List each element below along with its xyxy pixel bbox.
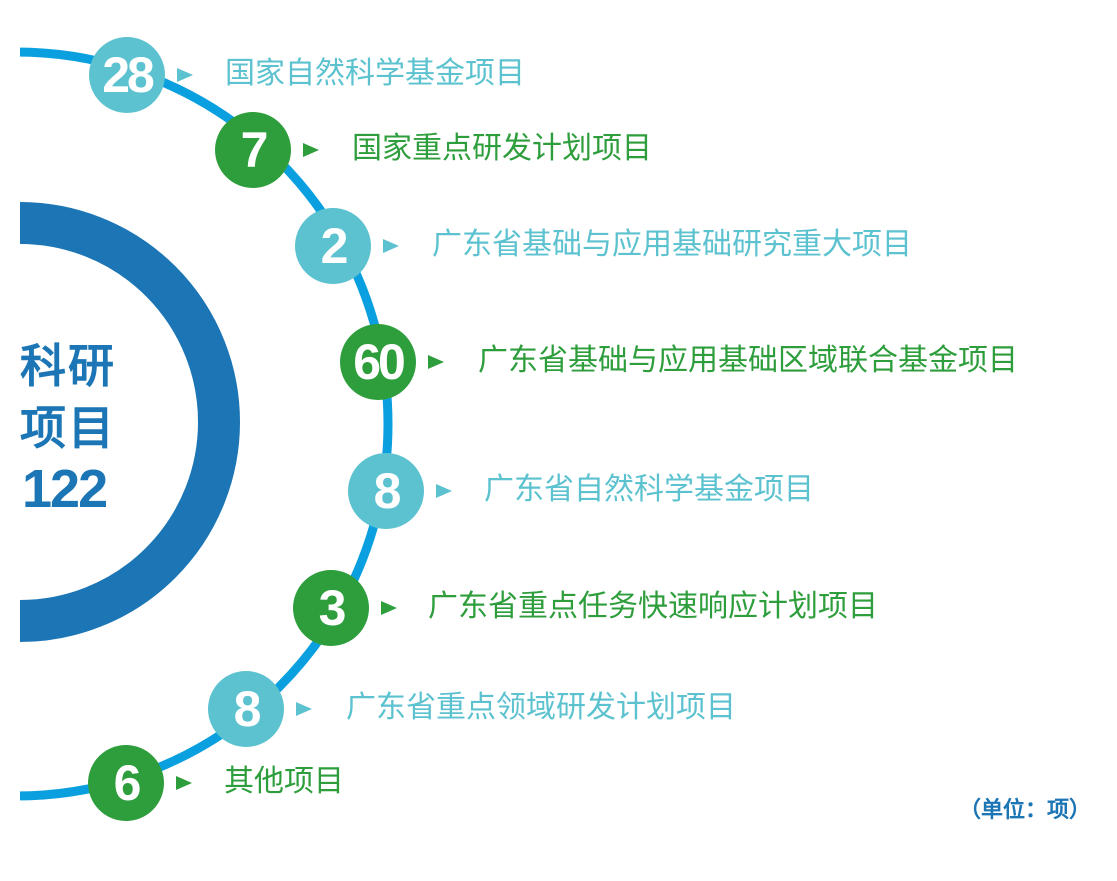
project-label: 广东省基础与应用基础区域联合基金项目 [478, 343, 1018, 378]
arrow-icon [177, 68, 193, 82]
count-badge: 6 [88, 745, 164, 821]
project-label: 其他项目 [224, 764, 344, 799]
arrow-icon [436, 484, 452, 498]
count-badge: 3 [293, 570, 369, 646]
title-line2: 项目 [20, 401, 116, 455]
count-badge: 28 [89, 37, 165, 113]
total-summary: 科研 项目 122 [20, 335, 130, 519]
total-count: 122 [22, 459, 108, 519]
count-badge: 8 [208, 671, 284, 747]
project-label: 国家重点研发计划项目 [352, 131, 652, 166]
arrow-icon [303, 143, 319, 157]
title-line1: 科研 [20, 339, 116, 393]
arrow-icon [383, 239, 399, 253]
count-badge: 60 [340, 324, 416, 400]
project-label: 广东省自然科学基金项目 [484, 472, 814, 507]
arrow-icon [381, 601, 397, 615]
project-label: 广东省基础与应用基础研究重大项目 [432, 227, 912, 262]
count-badge: 7 [215, 112, 291, 188]
arrow-icon [428, 355, 444, 369]
arrow-icon [176, 776, 192, 790]
count-badge: 2 [295, 208, 371, 284]
project-label: 国家自然科学基金项目 [225, 56, 525, 91]
project-label: 广东省重点领域研发计划项目 [346, 690, 736, 725]
project-label: 广东省重点任务快速响应计划项目 [428, 589, 878, 624]
count-badge: 8 [348, 453, 424, 529]
arrow-icon [296, 702, 312, 716]
unit-note: （单位：项） [958, 798, 1091, 823]
